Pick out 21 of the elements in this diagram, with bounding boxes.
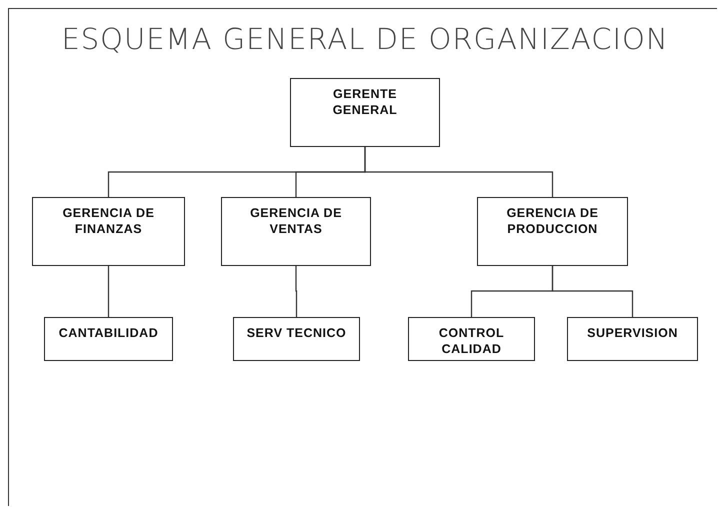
org-box [233,317,360,361]
org-box [408,317,535,361]
position-title: GERENCIA DE FINANZAS [62,205,156,237]
org-box [44,317,173,361]
position-title: GERENCIA DE PRODUCCION [506,205,600,237]
position-title: GERENTE GENERAL [332,86,398,118]
diagram-title: ESQUEMA GENERAL DE ORGANIZACION [60,22,670,56]
org-box [221,197,371,266]
connector-line [552,266,634,317]
org-box [290,78,440,147]
connector-line [295,266,298,317]
position-title: CONTROL CALIDAD [438,325,506,357]
org-box [477,197,628,266]
connector-line [108,266,110,317]
org-box [32,197,185,266]
position-title: SERV TECNICO [246,325,348,341]
connector-line [364,147,554,197]
position-title: CANTABILIDAD [58,325,160,341]
org-box [567,317,698,361]
position-title: SUPERVISION [586,325,679,341]
position-title: GERENCIA DE VENTAS [249,205,343,237]
